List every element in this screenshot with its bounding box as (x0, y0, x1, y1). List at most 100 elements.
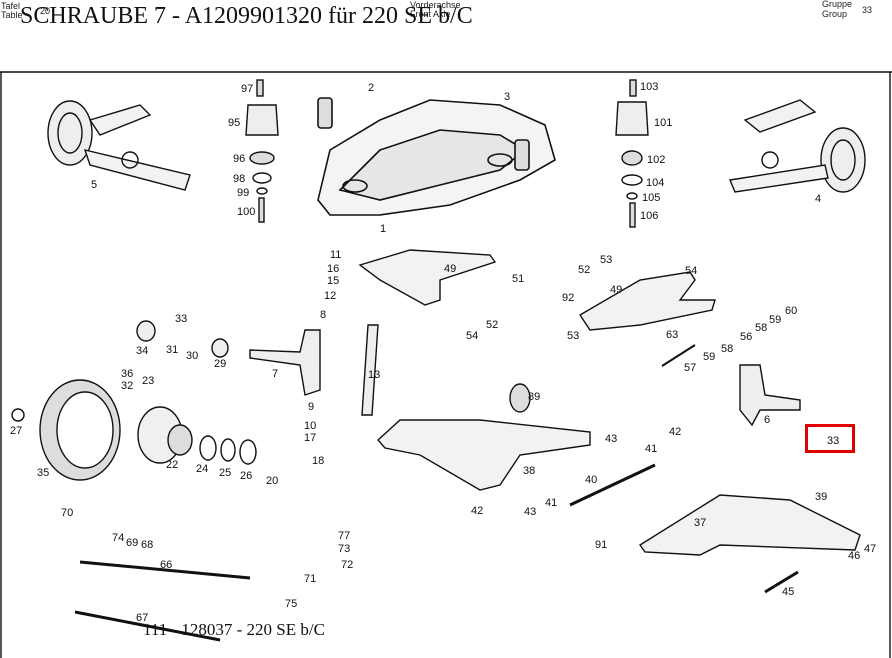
callout-67: 67 (136, 612, 148, 624)
callout-66: 66 (160, 559, 172, 571)
callout-97: 97 (241, 83, 253, 95)
callout-51: 51 (512, 273, 524, 285)
washer-27 (11, 408, 25, 422)
callout-11: 11 (330, 249, 341, 261)
upper-control-arm-left (358, 249, 497, 306)
callout-18: 18 (312, 455, 324, 467)
bump-stop-89 (509, 383, 531, 413)
callout-52a: 52 (578, 264, 590, 276)
bolt-57 (661, 344, 696, 367)
callout-7: 7 (272, 368, 278, 380)
callout-4: 4 (815, 193, 821, 205)
section-label-de: Vorderachse (410, 0, 461, 10)
callout-59a: 59 (703, 351, 715, 363)
callout-9: 9 (308, 401, 314, 413)
callout-45: 45 (782, 586, 794, 598)
callout-58b: 58 (721, 343, 733, 355)
callout-15: 15 (327, 275, 339, 287)
bushing-34 (136, 320, 156, 342)
callout-29: 29 (214, 358, 226, 370)
right-wheel-assembly (729, 99, 866, 193)
section-label-en: Front Axle (410, 9, 451, 19)
callout-40: 40 (585, 474, 597, 486)
callout-13: 13 (368, 369, 380, 381)
callout-72: 72 (341, 559, 353, 571)
strut-13 (361, 324, 379, 416)
callout-34: 34 (136, 345, 148, 357)
callout-24: 24 (196, 463, 208, 475)
callout-104: 104 (646, 177, 664, 189)
callout-103: 103 (640, 81, 658, 93)
callout-53a: 53 (600, 254, 612, 266)
callout-36: 36 (121, 368, 133, 380)
table-label: Table (1, 10, 23, 20)
bearing-25 (220, 438, 236, 462)
bearing-26 (239, 439, 257, 465)
callout-5: 5 (91, 179, 97, 191)
callout-91: 91 (595, 539, 607, 551)
left-mount-stack (245, 79, 279, 223)
callout-3: 3 (504, 91, 510, 103)
exploded-parts-diagram: 97 2 3 103 95 101 96 102 98 104 99 105 1… (0, 71, 892, 658)
callout-37: 37 (694, 517, 706, 529)
callout-26: 26 (240, 470, 252, 482)
callout-69: 69 (126, 537, 138, 549)
callout-33a: 33 (175, 313, 187, 325)
callout-58a: 58 (755, 322, 767, 334)
gruppe-label: Gruppe (822, 0, 853, 9)
callout-68: 68 (141, 539, 153, 551)
callout-12: 12 (324, 290, 336, 302)
callout-38: 38 (523, 465, 535, 477)
callout-54a: 54 (685, 265, 697, 277)
callout-39: 39 (815, 491, 827, 503)
callout-95: 95 (228, 117, 240, 129)
callout-53b: 53 (567, 330, 579, 342)
callout-1: 1 (380, 223, 386, 235)
callout-52b: 52 (486, 319, 498, 331)
callout-42a: 42 (669, 426, 681, 438)
left-wheel-assembly (47, 100, 191, 191)
callout-89: 89 (528, 391, 540, 403)
callout-41b: 41 (545, 497, 557, 509)
callout-33-highlighted: 33 (827, 435, 839, 447)
highlight-box-33 (805, 424, 855, 453)
callout-57: 57 (684, 362, 696, 374)
callout-23: 23 (142, 375, 154, 387)
callout-25: 25 (219, 467, 231, 479)
upper-control-arm-right (579, 271, 716, 331)
wheel-hub (137, 406, 193, 464)
callout-10: 10 (304, 420, 316, 432)
group-number: 33 (862, 5, 873, 15)
callout-31: 31 (166, 344, 178, 356)
callout-30: 30 (186, 350, 198, 362)
page-title: SCHRAUBE 7 - A1209901320 für 220 SE b/C (20, 3, 473, 29)
callout-74: 74 (112, 532, 124, 544)
callout-106: 106 (640, 210, 658, 222)
callout-46: 46 (848, 550, 860, 562)
callout-54b: 54 (466, 330, 478, 342)
lower-control-arm-left (377, 419, 591, 491)
callout-59: 59 (769, 314, 781, 326)
callout-60: 60 (785, 305, 797, 317)
callout-49a: 49 (444, 263, 456, 275)
callout-75: 75 (285, 598, 297, 610)
subframe (317, 97, 556, 216)
right-mount-stack (615, 79, 649, 228)
callout-71: 71 (304, 573, 316, 585)
callout-43b: 43 (524, 506, 536, 518)
bushing-29 (211, 338, 229, 358)
footer-caption: 111 - 128037 - 220 SE b/C (143, 620, 325, 639)
callout-99: 99 (237, 187, 249, 199)
callout-77: 77 (338, 530, 350, 542)
callout-20: 20 (266, 475, 278, 487)
callout-49b: 49 (610, 284, 622, 296)
callout-105: 105 (642, 192, 660, 204)
callout-92: 92 (562, 292, 574, 304)
callout-47: 47 (864, 543, 876, 555)
lower-control-arm-right (638, 494, 861, 556)
brake-drum (39, 379, 121, 481)
callout-96: 96 (233, 153, 245, 165)
callout-43a: 43 (605, 433, 617, 445)
callout-102: 102 (647, 154, 665, 166)
callout-98: 98 (233, 173, 245, 185)
